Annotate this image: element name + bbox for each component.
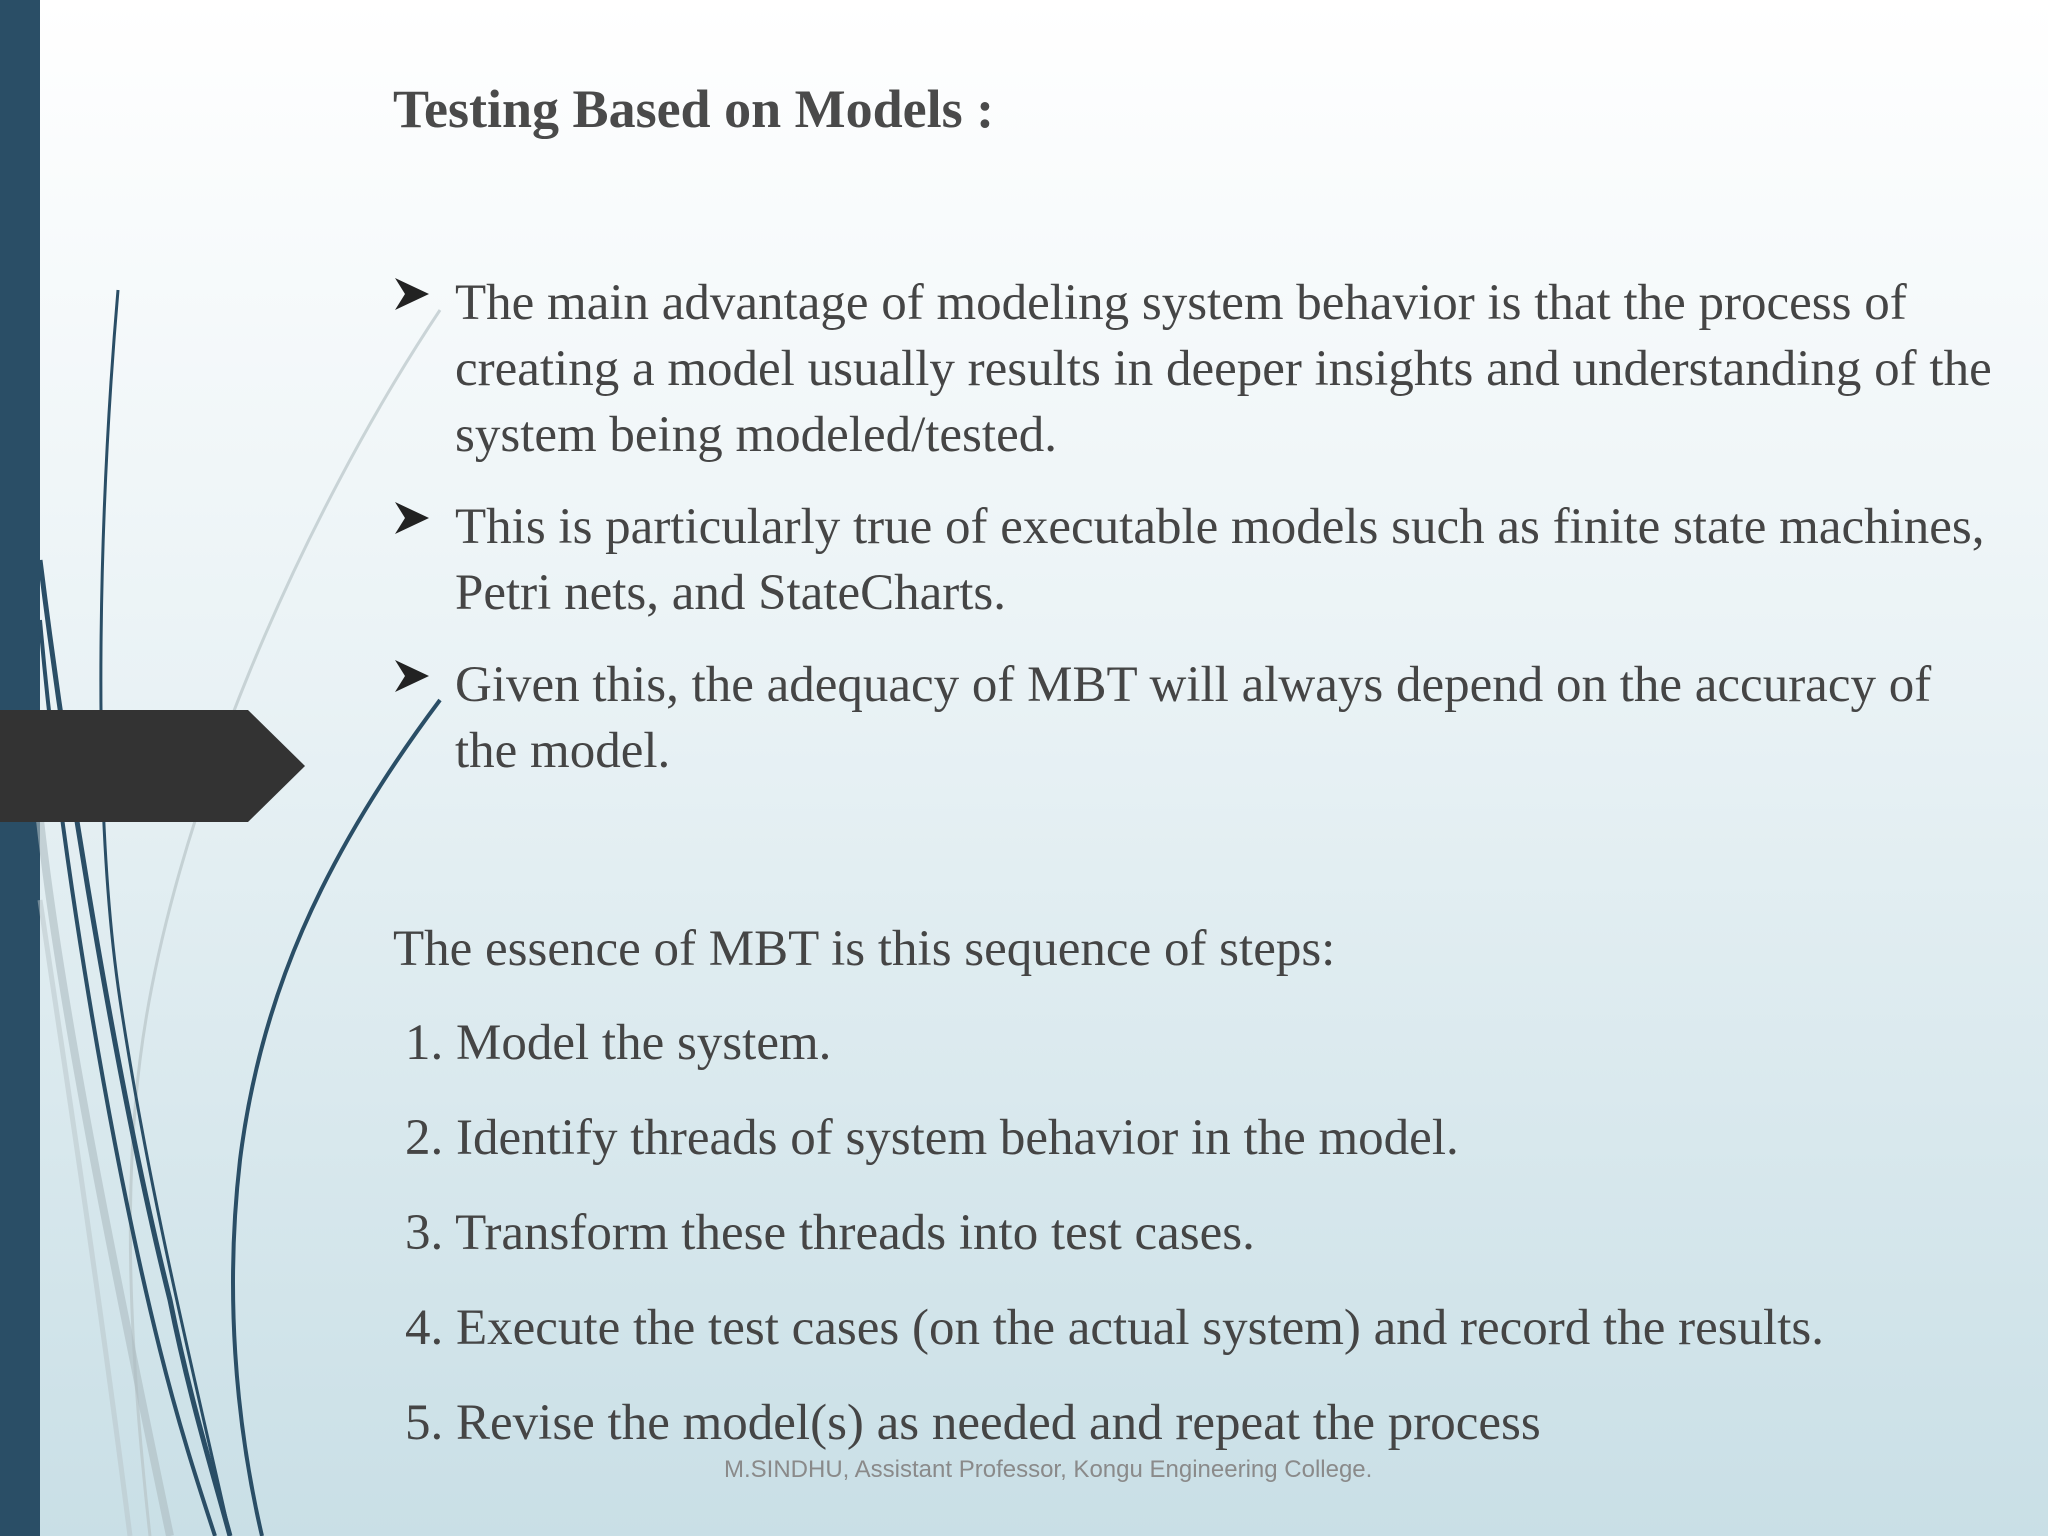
steps-list: 1. Model the system. 2. Identify threads… [405, 1010, 1824, 1485]
bullet-item: Given this, the adequacy of MBT will alw… [393, 652, 1993, 784]
bullet-text: The main advantage of modeling system be… [455, 275, 1992, 463]
step-item: 1. Model the system. [405, 1015, 832, 1071]
bullet-text: Given this, the adequacy of MBT will alw… [455, 657, 1932, 779]
bullet-list: The main advantage of modeling system be… [393, 270, 1993, 810]
arrowhead-bullet-icon [395, 278, 429, 310]
step-item: 5. Revise the model(s) as needed and rep… [405, 1395, 1541, 1451]
step-item: 3. Transform these threads into test cas… [405, 1205, 1255, 1261]
arrow-tab-shape [0, 710, 305, 822]
slide-footer: M.SINDHU, Assistant Professor, Kongu Eng… [724, 1456, 1373, 1483]
bullet-item: The main advantage of modeling system be… [393, 270, 1993, 468]
arrowhead-bullet-icon [395, 502, 429, 534]
essence-intro: The essence of MBT is this sequence of s… [393, 921, 1336, 977]
bullet-text: This is particularly true of executable … [455, 499, 1985, 621]
step-item: 4. Execute the test cases (on the actual… [405, 1300, 1824, 1356]
step-item: 2. Identify threads of system behavior i… [405, 1110, 1459, 1166]
arrowhead-bullet-icon [395, 660, 429, 692]
bullet-item: This is particularly true of executable … [393, 494, 1993, 626]
slide-title: Testing Based on Models : [393, 79, 995, 139]
